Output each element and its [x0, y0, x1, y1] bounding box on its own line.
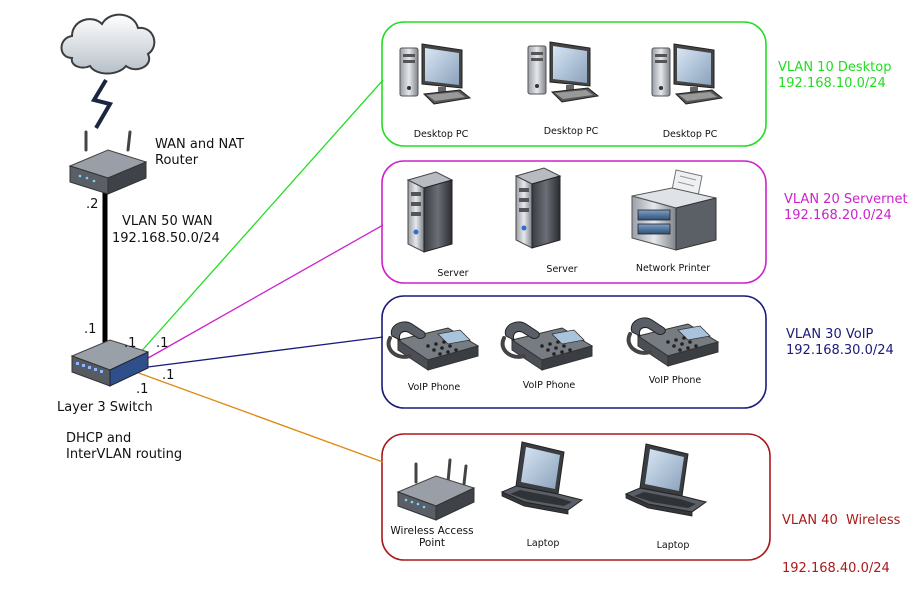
vlan20-group — [381, 160, 767, 284]
wan-subnet-label: 192.168.50.0/24 — [112, 231, 220, 246]
device-label: Laptop — [656, 540, 690, 551]
router-name: WAN and NAT Router — [155, 137, 245, 168]
router-ip: .2 — [86, 197, 99, 212]
desktop-pc-icon — [527, 41, 599, 103]
lightning-bolt-icon — [90, 78, 114, 130]
device-label: Desktop PC — [662, 129, 718, 140]
vlan30-label: VLAN 30 VoIP 192.168.30.0/24 — [786, 327, 894, 358]
vlan40-label: VLAN 40 Wireless 192.168.40.0/24 — [782, 513, 901, 576]
device-label: Desktop PC — [413, 129, 469, 140]
device-label: Wireless Access Point — [390, 525, 474, 549]
network-printer-icon — [631, 169, 717, 251]
vlan10-group — [381, 21, 767, 147]
switch-name: Layer 3 Switch — [57, 400, 153, 415]
link-vlan40 — [135, 371, 384, 463]
device-label: VoIP Phone — [648, 375, 702, 386]
device-label: Laptop — [526, 538, 560, 549]
vlan10-label: VLAN 10 Desktop 192.168.10.0/24 — [778, 60, 892, 91]
switch-vlan20-ip: .1 — [156, 336, 169, 351]
layer3-switch-icon — [70, 339, 150, 387]
device-label: Server — [437, 268, 469, 279]
device-label: Server — [546, 264, 578, 275]
vlan20-label: VLAN 20 Servernet 192.168.20.0/24 — [784, 192, 908, 223]
device-label: Network Printer — [635, 263, 711, 274]
voip-phone-icon — [386, 319, 480, 372]
vlan40-group — [381, 433, 771, 561]
device-label: VoIP Phone — [522, 380, 576, 391]
server-icon — [407, 171, 453, 253]
server-icon — [515, 167, 561, 249]
switch-uplink-ip: .1 — [84, 322, 97, 337]
switch-vlan30-ip: .1 — [162, 368, 175, 383]
voip-phone-icon — [626, 315, 720, 368]
wan-vlan-label: VLAN 50 WAN — [122, 214, 213, 229]
laptop-icon — [501, 441, 583, 515]
router-icon — [68, 130, 148, 195]
voip-phone-icon — [500, 319, 594, 372]
desktop-pc-icon — [651, 43, 723, 105]
switch-role: DHCP and InterVLAN routing — [66, 431, 183, 462]
device-label: Desktop PC — [543, 126, 599, 137]
link-vlan20 — [133, 224, 384, 367]
laptop-icon — [625, 443, 707, 517]
link-vlan30 — [139, 336, 384, 369]
wireless-access-point-icon — [396, 458, 476, 522]
desktop-pc-icon — [399, 43, 471, 105]
link-vlan10 — [129, 79, 384, 365]
internet-cloud-icon — [60, 13, 156, 75]
network-diagram — [60, 13, 771, 561]
vlan30-group — [381, 295, 767, 409]
switch-vlan40-ip: .1 — [136, 382, 149, 397]
switch-vlan10-ip: .1 — [124, 336, 137, 351]
device-label: VoIP Phone — [407, 382, 461, 393]
